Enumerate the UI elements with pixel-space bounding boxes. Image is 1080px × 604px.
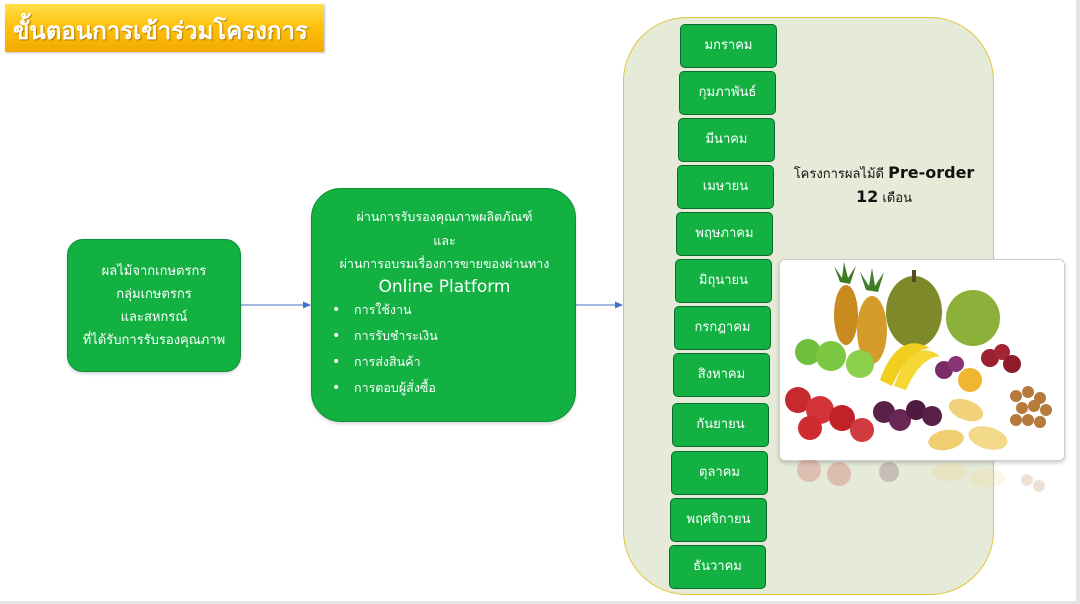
photo-reflection <box>779 460 1063 520</box>
month-box: ธันวาคม <box>669 545 766 589</box>
longan-cluster <box>1010 386 1052 428</box>
project-title-bold: Pre-order <box>888 163 975 182</box>
page-title: ขั้นตอนการเข้าร่วมโครงการ <box>13 17 308 45</box>
cert-line: และ <box>433 233 456 248</box>
list-item: • การรับชำระเงิน <box>332 325 438 351</box>
pineapple-shape <box>857 268 887 364</box>
list-item-label: การใช้งาน <box>354 302 412 317</box>
guava-shape <box>795 339 821 365</box>
month-box: พฤษภาคม <box>676 212 773 256</box>
project-title: โครงการผลไม้ดี Pre-order 12 เดือน <box>784 162 984 210</box>
jackfruit-shape <box>946 290 1000 346</box>
month-box: เมษายน <box>677 165 774 209</box>
month-box: ตุลาคม <box>671 451 768 495</box>
bullet-dot-icon: • <box>332 302 341 318</box>
cert-line: ผ่านการรับรองคุณภาพผลิตภัณฑ์ <box>356 209 533 224</box>
project-title-prefix: โครงการผลไม้ดี <box>793 167 884 182</box>
guava-shape <box>846 350 874 378</box>
cert-line: ผ่านการอบรมเรื่องการขายของผ่านทาง <box>339 256 550 271</box>
arrow-right-icon <box>576 301 623 309</box>
banana-shape <box>894 350 940 390</box>
mango-shape <box>928 429 964 451</box>
mango-shape <box>948 398 984 422</box>
month-box: สิงหาคม <box>673 353 770 397</box>
month-box: กันยายน <box>672 403 769 447</box>
pineapple-shape <box>834 262 858 345</box>
tropical-fruit-photo <box>779 259 1065 461</box>
project-duration-number: 12 <box>856 187 879 206</box>
fruit-illustration <box>780 260 1064 460</box>
project-duration-line: 12 เดือน <box>784 186 984 210</box>
list-item-label: การตอบผู้สั่งซื้อ <box>354 380 436 395</box>
list-item: • การใช้งาน <box>332 299 438 325</box>
project-duration-unit: เดือน <box>882 191 912 206</box>
platform-label: Online Platform <box>378 277 511 297</box>
training-list: • การใช้งาน • การรับชำระเงิน • การส่งสินค้า… <box>332 299 438 403</box>
list-item: • การส่งสินค้า <box>332 351 438 377</box>
source-line: ผลไม้จากเกษตรกร <box>101 263 207 279</box>
project-title-line: โครงการผลไม้ดี Pre-order <box>784 162 984 186</box>
list-item-label: การรับชำระเงิน <box>354 328 438 343</box>
bullet-dot-icon: • <box>332 354 341 370</box>
certification-box: ผ่านการรับรองคุณภาพผลิตภัณฑ์ และ ผ่านการ… <box>311 188 576 422</box>
source-line: กลุ่มเกษตรกร <box>116 286 192 302</box>
banana-shape <box>880 343 930 386</box>
mango-shape <box>968 426 1008 450</box>
month-box: มิถุนายน <box>675 259 772 303</box>
list-item: • การตอบผู้สั่งซื้อ <box>332 377 438 403</box>
bullet-dot-icon: • <box>332 380 341 396</box>
guava-shape <box>816 341 846 371</box>
source-box: ผลไม้จากเกษตรกร กลุ่มเกษตรกร และสหกรณ์ ท… <box>67 239 241 372</box>
source-line: ที่ได้รับการรับรองคุณภาพ <box>82 332 226 348</box>
bullet-dot-icon: • <box>332 328 341 344</box>
source-line: และสหกรณ์ <box>120 309 188 325</box>
durian-shape <box>886 276 942 348</box>
reflection-shapes <box>797 460 1045 492</box>
month-box: มกราคม <box>680 24 777 68</box>
month-box: พฤศจิกายน <box>670 498 767 542</box>
arrow-right-icon <box>241 301 311 309</box>
month-box: กุมภาพันธ์ <box>679 71 776 115</box>
month-box: มีนาคม <box>678 118 775 162</box>
title-banner: ขั้นตอนการเข้าร่วมโครงการ <box>5 4 324 52</box>
month-box: กรกฎาคม <box>674 306 771 350</box>
list-item-label: การส่งสินค้า <box>354 354 421 369</box>
